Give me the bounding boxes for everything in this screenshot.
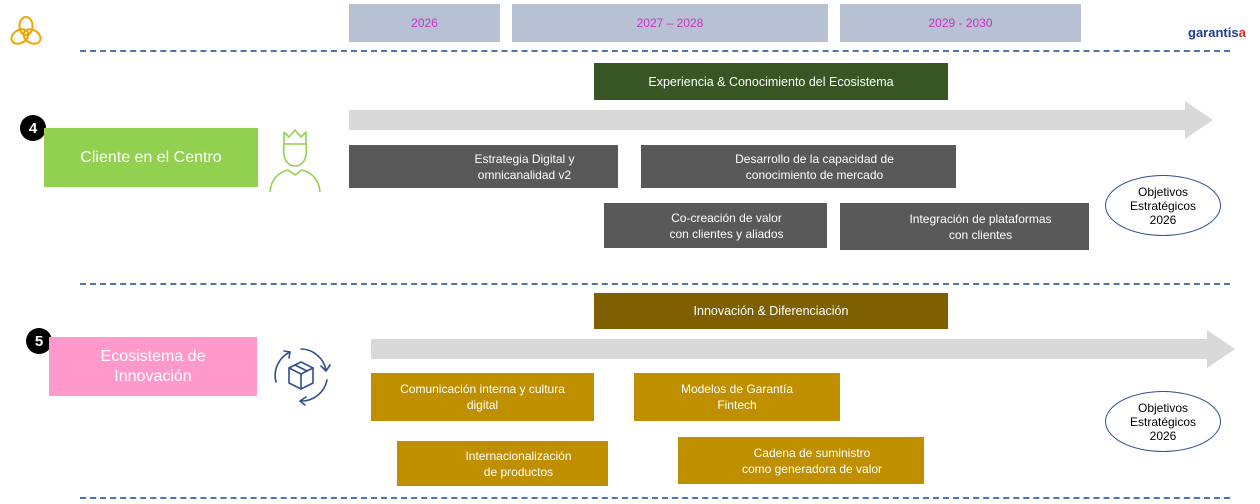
objetivos-estrategicos-4: Objetivos Estratégicos 2026 <box>1105 175 1221 236</box>
divider-bottom <box>80 497 1230 499</box>
banner-innovacion: Innovación & Diferenciación <box>594 293 948 329</box>
objetivos-estrategicos-5: Objetivos Estratégicos 2026 <box>1105 391 1221 452</box>
logo-icon <box>10 16 42 45</box>
divider-top <box>80 50 1230 52</box>
initiative-cadena-suministro: Cadena de suministro como generadora de … <box>678 437 924 484</box>
pillar-ecosistema-innovacion: Ecosistema de Innovación <box>49 337 257 396</box>
section-number-5: 5 <box>26 328 52 354</box>
brand-logo-text: garantisa <box>1188 25 1246 40</box>
innovation-cycle-icon <box>274 348 331 406</box>
initiative-modelos-garantia: Modelos de Garantía Fintech <box>634 373 840 421</box>
divider-middle <box>80 283 1230 285</box>
customer-crown-icon <box>269 129 321 193</box>
year-2026: 2026 <box>349 4 500 42</box>
section-number-4: 4 <box>20 115 46 141</box>
timeline-arrow-4 <box>349 101 1213 139</box>
initiative-comunicacion-interna: Comunicación interna y cultura digital <box>371 373 594 421</box>
timeline-arrow-5 <box>371 330 1235 368</box>
initiative-co-creacion: Co-creación de valor con clientes y alia… <box>604 203 827 248</box>
year-2029-2030: 2029 - 2030 <box>840 4 1081 42</box>
banner-experiencia: Experiencia & Conocimiento del Ecosistem… <box>594 63 948 100</box>
pillar-cliente-en-el-centro: Cliente en el Centro <box>44 128 258 187</box>
year-2027-2028: 2027 – 2028 <box>512 4 828 42</box>
initiative-internacionalizacion: Internacionalización de productos <box>397 441 608 486</box>
initiative-integracion-plataformas: Integración de plataformas con clientes <box>840 203 1089 250</box>
initiative-capacidad-mercado: Desarrollo de la capacidad de conocimien… <box>641 145 956 188</box>
initiative-estrategia-digital: Estrategia Digital y omnicanalidad v2 <box>349 145 618 188</box>
